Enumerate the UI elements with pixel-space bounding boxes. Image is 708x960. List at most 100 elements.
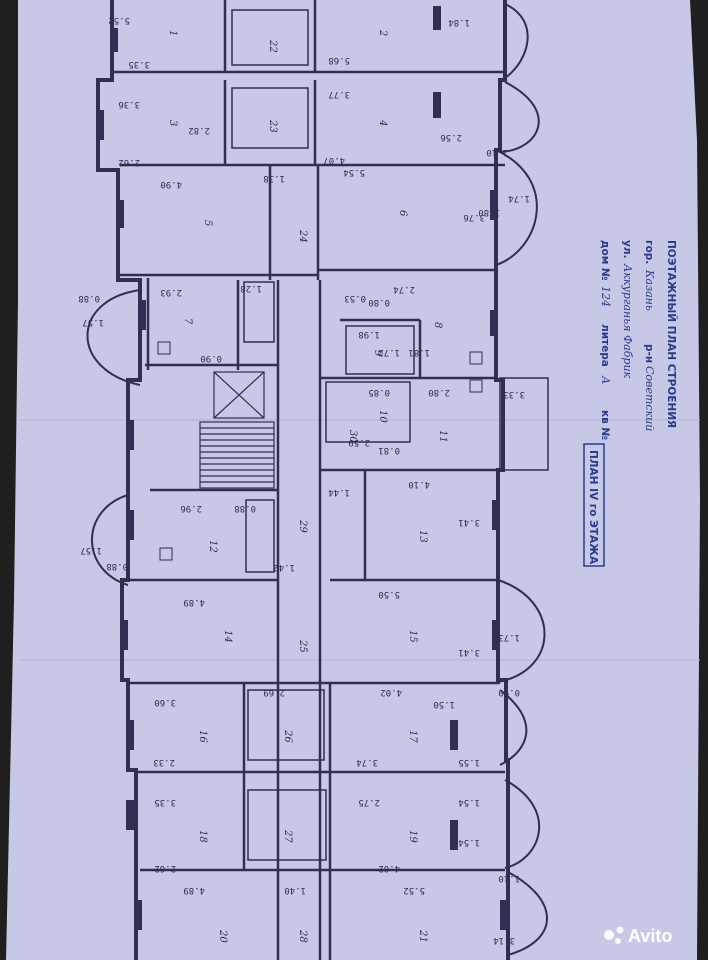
room-label: 20: [217, 929, 228, 943]
room-label: 12: [207, 540, 218, 553]
bathroom-blocks: [231, 9, 415, 861]
dimension-label: 0.80: [368, 297, 390, 307]
room-label: 24: [297, 229, 308, 243]
room-label: 6: [397, 210, 408, 217]
room-label: 30: [347, 430, 358, 443]
room-label: 9: [372, 350, 383, 357]
stamp-house-label: дом №: [599, 240, 611, 281]
staircase: [199, 371, 275, 489]
title-stamp: ПОЭТАЖНЫЙ ПЛАН СТРОЕНИЯ гор. Казань р-н …: [599, 240, 678, 440]
avito-watermark-text: Avito: [628, 926, 672, 946]
room-label: 11: [437, 430, 448, 443]
dimension-label: 3.33: [503, 389, 525, 399]
dimension-label: 3.35: [128, 59, 150, 69]
dimension-label: 2.62: [118, 157, 140, 167]
dimension-label: 4.02: [380, 687, 402, 697]
stamp-city: Казань: [643, 269, 656, 311]
room-label: 14: [222, 630, 233, 643]
dimension-label: 3.74: [356, 757, 378, 767]
avito-watermark: Avito: [604, 926, 672, 946]
room-label: 5: [202, 220, 213, 226]
room-label: 15: [407, 630, 418, 643]
dimension-label: 1.57: [82, 317, 104, 327]
room-label: 28: [297, 929, 308, 943]
dimension-label: 1.10: [498, 873, 520, 883]
dimension-label: 2.93: [160, 287, 182, 297]
dimension-label: 3.35: [154, 797, 176, 807]
stamp-letter: А: [599, 375, 612, 384]
dimension-label: 3.36: [118, 99, 140, 109]
dimension-label: 1.57: [80, 545, 102, 555]
balconies: [86, 3, 548, 956]
dimension-label: 3.41: [458, 647, 480, 657]
dimension-label: 5.50: [378, 589, 400, 599]
dimension-label: 0.90: [498, 687, 520, 697]
dimension-label: 5.52: [403, 885, 425, 895]
dimension-label: 2.62: [154, 863, 176, 873]
room-label: 7: [182, 318, 193, 325]
dimension-label: 2.59: [348, 437, 370, 447]
room-label: 3: [167, 120, 178, 126]
stamp-district-label: р-н: [643, 344, 655, 363]
room-label: 25: [297, 639, 308, 653]
room-label: 23: [267, 119, 278, 133]
room-label: 29: [297, 519, 308, 533]
room-label: 13: [417, 530, 428, 543]
dimension-label: 3.77: [328, 89, 350, 99]
floor-box: ПЛАН IV го ЭТАЖА: [583, 443, 605, 567]
dimension-label: 1.50: [433, 699, 455, 709]
dimension-label: 0.85: [368, 387, 390, 397]
loggia: [499, 377, 549, 471]
dimension-label: 1.74: [508, 193, 530, 203]
room-label: 2: [377, 29, 388, 36]
dimension-label: 1.54: [458, 797, 480, 807]
room-label: 22: [267, 39, 278, 53]
dimension-label: 2.96: [180, 503, 202, 513]
dimension-label: 3.76: [463, 212, 485, 222]
stamp-city-label: гор.: [643, 240, 655, 264]
dimension-label: 4.10: [408, 479, 430, 489]
dimension-label: 1.73: [498, 632, 520, 642]
stove-icons: [157, 341, 483, 561]
dimension-label: 2.33: [153, 757, 175, 767]
window-marks: [96, 6, 508, 930]
dimension-label: 0.90: [200, 353, 222, 363]
stamp-letter-label: литера: [599, 324, 611, 367]
dimension-label: 2.82: [188, 125, 210, 135]
dimension-label: 2.74: [393, 284, 415, 294]
dimension-label: 1.84: [448, 17, 470, 27]
floor-box-text: ПЛАН IV го ЭТАЖА: [587, 450, 599, 565]
dimension-label: 0.88: [234, 503, 256, 513]
dimension-label: 0.81: [378, 445, 400, 455]
dimension-label: 0.53: [344, 293, 366, 303]
room-label: 16: [197, 730, 208, 743]
room-label: 1: [167, 30, 178, 36]
stamp-district: Советский: [643, 366, 656, 431]
room-label: 21: [417, 929, 428, 943]
dimension-label: 3.41: [458, 517, 480, 527]
dimension-label: 4.07: [323, 155, 345, 165]
dimension-label: 1.44: [328, 487, 350, 497]
dimension-label: 5.54: [343, 167, 365, 177]
room-label: 19: [407, 830, 418, 843]
stamp-apt-label: кв №: [599, 410, 611, 440]
dimension-label: 1.54: [458, 837, 480, 847]
dimension-label: 3.60: [154, 697, 176, 707]
dimension-label: 1.55: [458, 757, 480, 767]
stamp-street-label: ул.: [621, 240, 633, 259]
dimension-label: 0.88: [106, 561, 128, 571]
stamp-house: 124: [599, 286, 612, 307]
room-label: 26: [282, 729, 293, 743]
avito-logo-icon: [604, 930, 614, 940]
dimension-label: 2.56: [440, 132, 462, 142]
dimension-label: 1.10: [486, 147, 508, 157]
dimension-label: 1.40: [284, 885, 306, 895]
dimension-label: 1.72: [378, 347, 400, 357]
dimension-label: 2.69: [263, 687, 285, 697]
dimension-label: 1.38: [263, 173, 285, 183]
room-label: 17: [407, 730, 418, 743]
dimension-label: 1.81: [408, 347, 430, 357]
dimension-label: 4.89: [183, 885, 205, 895]
